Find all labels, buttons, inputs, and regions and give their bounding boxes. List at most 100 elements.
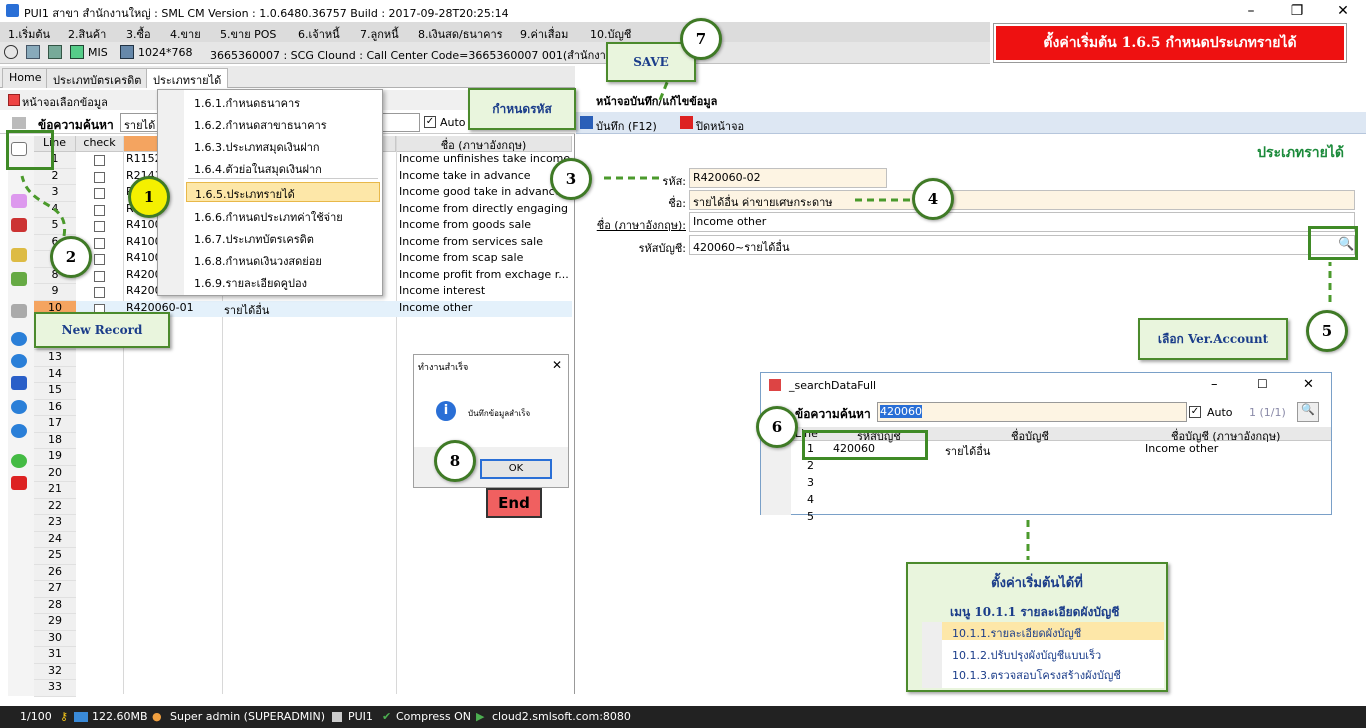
account-search-icon[interactable]: 🔍 — [1338, 237, 1355, 252]
search-window-auto-checkbox[interactable]: ✓ — [1189, 406, 1201, 418]
row-checkbox[interactable] — [94, 254, 105, 265]
empty-row[interactable]: 17 — [34, 416, 572, 433]
menu-depreciation[interactable]: 9.ค่าเสื่อม — [520, 28, 569, 41]
tab-income-type[interactable]: ประเภทรายได้ — [146, 68, 229, 88]
new-record-icon[interactable] — [11, 142, 27, 156]
empty-row[interactable]: 13 — [34, 350, 572, 367]
search-window-minimize-icon[interactable]: – — [1211, 377, 1218, 392]
search-col-name-en[interactable]: ชื่อบัญชี (ภาษาอังกฤษ) — [1171, 430, 1281, 443]
filter-icon[interactable] — [12, 117, 26, 129]
empty-row[interactable]: 26 — [34, 564, 572, 581]
menu-start[interactable]: 1.เริ่มต้น — [8, 28, 51, 41]
row-checkbox[interactable] — [94, 188, 105, 199]
last-icon[interactable] — [11, 376, 27, 390]
search-window-maximize-icon[interactable]: ☐ — [1257, 377, 1268, 391]
menu-cash[interactable]: 8.เงินสด/ธนาคาร — [418, 28, 503, 41]
menu-account[interactable]: 10.บัญชี — [590, 28, 632, 41]
search-result-row[interactable]: 1 420060 รายได้อื่น Income other — [791, 441, 1331, 458]
dropdown-item[interactable]: 1.6.1.กำหนดธนาคาร — [194, 97, 301, 110]
row-checkbox[interactable] — [94, 171, 105, 183]
empty-row[interactable]: 21 — [34, 482, 572, 499]
menu-product[interactable]: 2.สินค้า — [68, 28, 107, 41]
empty-row[interactable]: 29 — [34, 614, 572, 631]
empty-row[interactable]: 33 — [34, 680, 572, 697]
save-icon[interactable] — [580, 116, 593, 129]
empty-row[interactable]: 20 — [34, 465, 572, 482]
window-icon[interactable] — [26, 45, 40, 59]
calculator-icon[interactable] — [48, 45, 62, 59]
up-icon[interactable] — [11, 400, 27, 414]
delete-icon[interactable] — [11, 218, 27, 232]
col-line[interactable]: Line — [34, 136, 76, 152]
tab-home[interactable]: Home — [2, 68, 49, 88]
down-icon[interactable] — [11, 424, 27, 438]
name-en-field[interactable]: Income other — [689, 212, 1355, 232]
name-field[interactable]: รายได้อื่น ค่าขายเศษกระดาษ — [689, 190, 1355, 210]
search-window-search-icon[interactable]: 🔍 — [1297, 402, 1319, 422]
print-icon[interactable] — [11, 304, 27, 318]
search-col-code[interactable]: รหัสบัญชี — [857, 430, 901, 443]
search-window-close-icon[interactable]: ✕ — [1303, 377, 1314, 392]
empty-row[interactable]: 24 — [34, 531, 572, 548]
dialog-close-icon[interactable]: ✕ — [552, 358, 563, 372]
menu-buy[interactable]: 3.ซื้อ — [126, 28, 151, 41]
minimize-icon[interactable]: – — [1247, 3, 1255, 19]
dropdown-item[interactable]: 1.6.3.ประเภทสมุดเงินฝาก — [194, 141, 320, 154]
chart-icon[interactable] — [70, 45, 84, 59]
help-icon[interactable] — [11, 454, 27, 468]
empty-row[interactable]: 23 — [34, 515, 572, 532]
dropdown-item[interactable]: 1.6.5.ประเภทรายได้ — [186, 182, 380, 202]
close-screen-button[interactable]: ปิดหน้าจอ — [696, 120, 745, 133]
empty-row[interactable]: 15 — [34, 383, 572, 400]
dropdown-item[interactable]: 1.6.2.กำหนดสาขาธนาคาร — [194, 119, 327, 132]
row-checkbox[interactable] — [94, 270, 105, 282]
close-icon[interactable]: ✕ — [1337, 3, 1349, 19]
dropdown-item[interactable]: 1.6.9.รายละเอียดคูปอง — [194, 277, 307, 290]
lock-icon[interactable] — [11, 248, 27, 262]
empty-row[interactable]: 22 — [34, 498, 572, 515]
menu-sell[interactable]: 4.ขาย — [170, 28, 201, 41]
menu-payable[interactable]: 6.เจ้าหนี้ — [298, 28, 340, 41]
row-checkbox[interactable] — [94, 221, 105, 232]
tab-credit-card-type[interactable]: ประเภทบัตรเครดิต — [46, 68, 149, 88]
row-checkbox[interactable] — [94, 237, 105, 249]
menu-pos[interactable]: 5.ขาย POS — [220, 28, 277, 41]
close-screen-icon[interactable] — [680, 116, 693, 129]
menu-receivable[interactable]: 7.ลูกหนี้ — [360, 28, 399, 41]
empty-row[interactable]: 25 — [34, 548, 572, 565]
empty-row[interactable]: 18 — [34, 432, 572, 449]
empty-row[interactable]: 30 — [34, 630, 572, 647]
prev-icon[interactable] — [11, 332, 27, 346]
empty-row[interactable]: 28 — [34, 597, 572, 614]
search-col-name[interactable]: ชื่อบัญชี — [1011, 430, 1049, 443]
code-field[interactable]: R420060-02 — [689, 168, 887, 188]
col-name-en[interactable]: ชื่อ (ภาษาอังกฤษ) — [396, 136, 572, 152]
clock-icon[interactable] — [4, 45, 18, 59]
dropdown-item[interactable]: 1.6.4.ตัวย่อในสมุดเงินฝาก — [194, 163, 322, 176]
dropdown-item[interactable]: 1.6.8.กำหนดเงินวงสดย่อย — [194, 255, 322, 268]
empty-row[interactable]: 19 — [34, 449, 572, 466]
empty-row[interactable]: 32 — [34, 663, 572, 680]
account-field[interactable]: 420060~รายได้อื่น — [689, 235, 1355, 255]
edit-icon[interactable] — [11, 194, 27, 208]
resolution-label[interactable]: 1024*768 — [138, 46, 193, 59]
empty-row[interactable]: 16 — [34, 399, 572, 416]
ok-button[interactable]: OK — [480, 459, 552, 479]
dropdown-item[interactable]: 1.6.7.ประเภทบัตรเครดิต — [194, 233, 314, 246]
save-button[interactable]: บันทึก (F12) — [596, 120, 657, 133]
dropdown-item[interactable]: 1.6.6.กำหนดประเภทค่าใช้จ่าย — [194, 211, 343, 224]
mis-label[interactable]: MIS — [88, 46, 108, 59]
row-checkbox[interactable] — [94, 287, 105, 298]
cancel-icon[interactable] — [11, 476, 27, 490]
search-window-input[interactable]: 420060 — [877, 402, 1187, 422]
import-icon[interactable] — [11, 272, 27, 286]
col-check[interactable]: check — [76, 136, 124, 152]
empty-row[interactable]: 31 — [34, 647, 572, 664]
maximize-icon[interactable]: ❐ — [1290, 3, 1304, 19]
empty-row[interactable]: 27 — [34, 581, 572, 598]
next-icon[interactable] — [11, 354, 27, 368]
empty-row[interactable]: 14 — [34, 366, 572, 383]
